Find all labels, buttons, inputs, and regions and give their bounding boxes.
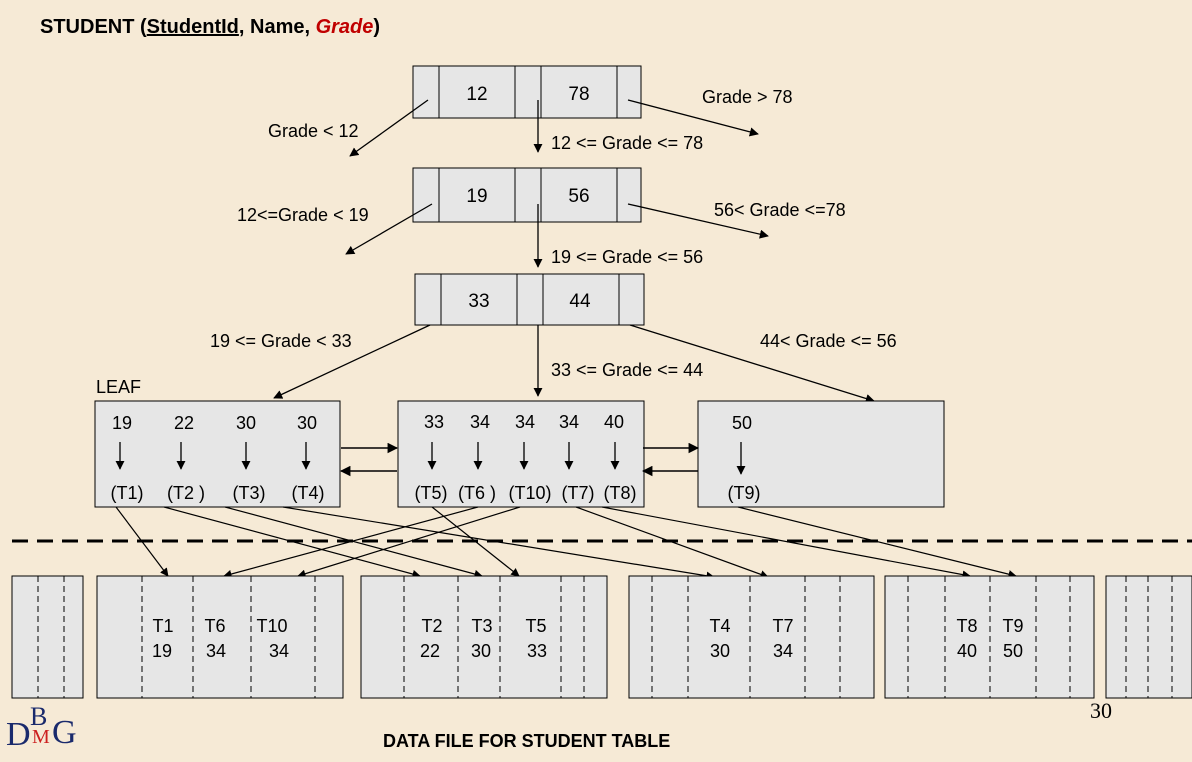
data-block-1 bbox=[96, 575, 344, 699]
leaf-key: 40 bbox=[604, 412, 624, 432]
leaf-key: 34 bbox=[470, 412, 490, 432]
indexed-attribute: Grade bbox=[315, 16, 374, 38]
internal-node-root: 12 78 bbox=[412, 65, 642, 119]
leaf-tid: (T1) bbox=[111, 483, 144, 503]
node-key: 44 bbox=[569, 291, 591, 312]
tuple-id: T8 bbox=[956, 616, 977, 636]
node-key: 33 bbox=[468, 291, 489, 312]
leaf-tid: (T4) bbox=[292, 483, 325, 503]
tuple-id: T1 bbox=[152, 616, 173, 636]
edge-labels: Grade > 78 Grade < 12 12 <= Grade <= 78 … bbox=[96, 87, 897, 397]
data-block-3 bbox=[628, 575, 875, 699]
tuple-id: T4 bbox=[709, 616, 730, 636]
edge-label: 56< Grade <=78 bbox=[714, 200, 846, 220]
node-key: 56 bbox=[568, 186, 589, 207]
leaf-tid: (T7) bbox=[562, 483, 595, 503]
page-number: 30 bbox=[1090, 698, 1112, 723]
leaf-key: 50 bbox=[732, 413, 752, 433]
leaf-key: 19 bbox=[112, 413, 132, 433]
edge-label: Grade > 78 bbox=[702, 87, 793, 107]
node-key: 19 bbox=[466, 186, 487, 207]
tree-pointers bbox=[273, 99, 875, 403]
leaf-key: 30 bbox=[297, 413, 317, 433]
pointer-arrow bbox=[627, 99, 759, 137]
tuple-id: T6 bbox=[204, 616, 225, 636]
data-block-2 bbox=[360, 575, 608, 699]
tuple-id: T10 bbox=[256, 616, 287, 636]
leaf-key: 22 bbox=[174, 413, 194, 433]
leaf-entries-3: 50 (T9) bbox=[728, 413, 761, 503]
node-key: 78 bbox=[568, 84, 589, 105]
leaf-node-3 bbox=[697, 400, 945, 508]
key-attribute: StudentId bbox=[146, 16, 239, 38]
tuple-grade: 34 bbox=[206, 641, 226, 661]
leaf-tid: (T2 ) bbox=[167, 483, 205, 503]
tuple-grade: 30 bbox=[710, 641, 730, 661]
tuple-grade: 33 bbox=[527, 641, 547, 661]
leaf-key: 33 bbox=[424, 412, 444, 432]
tuple-grade: 19 bbox=[152, 641, 172, 661]
leaf-entries-1: 19 22 30 30 (T1) (T2 ) (T3) (T4) bbox=[111, 413, 325, 503]
footer-caption: DATA FILE FOR STUDENT TABLE bbox=[383, 731, 671, 751]
edge-label: 33 <= Grade <= 44 bbox=[551, 360, 703, 380]
tuple-grade: 40 bbox=[957, 641, 977, 661]
tuple-id: T9 bbox=[1002, 616, 1023, 636]
tuple-id: T2 bbox=[421, 616, 442, 636]
internal-node-level3: 33 44 bbox=[414, 273, 645, 326]
tuple-id: T7 bbox=[772, 616, 793, 636]
internal-node-level2: 19 56 bbox=[412, 167, 642, 223]
edge-label: 19 <= Grade < 33 bbox=[210, 331, 352, 351]
tuple-id: T3 bbox=[471, 616, 492, 636]
leaf-tid: (T6 ) bbox=[458, 483, 496, 503]
leaf-tid: (T5) bbox=[415, 483, 448, 503]
leaf-key: 30 bbox=[236, 413, 256, 433]
page-title: STUDENT (StudentId, Name, Grade) bbox=[40, 16, 381, 38]
data-block-contents: T1 T6 T10 19 34 34 T2 T3 T5 22 30 33 T4 … bbox=[152, 616, 1024, 661]
leaf-node-1 bbox=[94, 400, 341, 508]
dbmg-logo: D B M G bbox=[6, 702, 77, 753]
tuple-id: T5 bbox=[525, 616, 546, 636]
leaf-sibling-links bbox=[339, 442, 700, 477]
data-block-partial-right bbox=[1105, 575, 1192, 699]
tuple-grade: 50 bbox=[1003, 641, 1023, 661]
pointer-arrow bbox=[273, 324, 431, 399]
edge-label: 12 <= Grade <= 78 bbox=[551, 133, 703, 153]
leaf-tid: (T3) bbox=[233, 483, 266, 503]
edge-label: Grade < 12 bbox=[268, 121, 359, 141]
pointer-arrow bbox=[629, 324, 875, 403]
tuple-grade: 22 bbox=[420, 641, 440, 661]
tid-pointers bbox=[115, 506, 1017, 580]
pointer-arrow bbox=[345, 203, 433, 255]
edge-label: 19 <= Grade <= 56 bbox=[551, 247, 703, 267]
data-block-partial-left bbox=[11, 575, 84, 699]
pointer-arrow bbox=[349, 99, 429, 157]
edge-label: 44< Grade <= 56 bbox=[760, 331, 897, 351]
leaf-tid: (T10) bbox=[508, 483, 551, 503]
leaf-key-arrows bbox=[115, 442, 746, 475]
leaf-node-2 bbox=[397, 400, 645, 508]
leaf-tid: (T8) bbox=[604, 483, 637, 503]
leaf-label: LEAF bbox=[96, 377, 141, 397]
tuple-grade: 34 bbox=[773, 641, 793, 661]
data-blocks bbox=[11, 575, 1192, 699]
leaf-key: 34 bbox=[559, 412, 579, 432]
leaf-entries-2: 33 34 34 34 40 (T5) (T6 ) (T10) (T7) (T8… bbox=[415, 412, 637, 503]
tuple-grade: 34 bbox=[269, 641, 289, 661]
leaf-tid: (T9) bbox=[728, 483, 761, 503]
leaf-key: 34 bbox=[515, 412, 535, 432]
node-key: 12 bbox=[466, 84, 487, 105]
edge-label: 12<=Grade < 19 bbox=[237, 205, 369, 225]
pointer-arrow bbox=[627, 203, 769, 239]
tuple-grade: 30 bbox=[471, 641, 491, 661]
